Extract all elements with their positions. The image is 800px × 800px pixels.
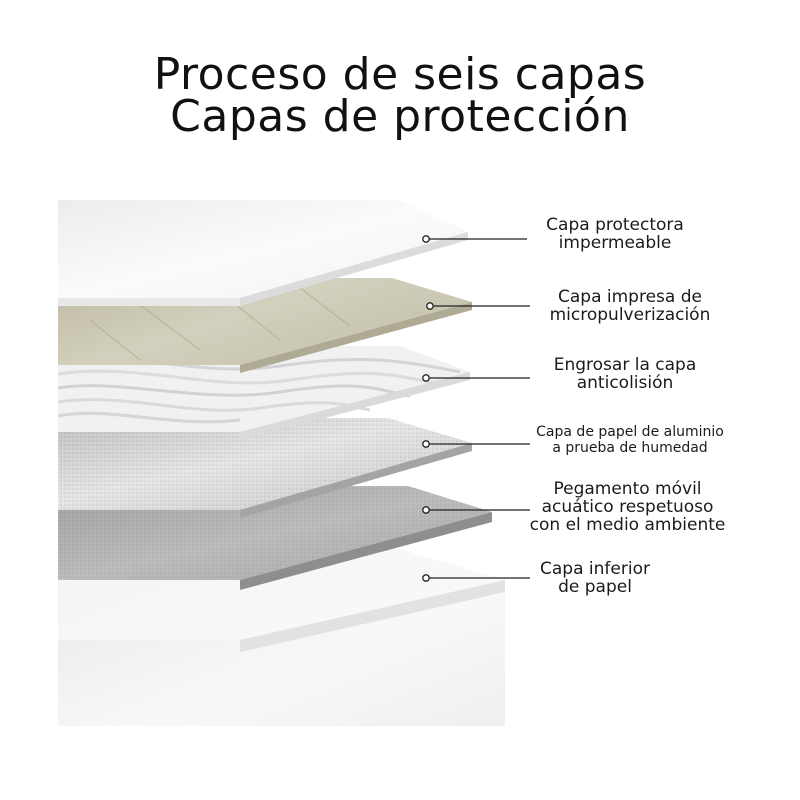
leader-dot-pegamento xyxy=(422,506,430,514)
label-protective-layer: Capa protectora impermeable xyxy=(546,215,684,253)
leader-dot-papel xyxy=(422,574,430,582)
label-printed-layer: Capa impresa de micropulverización xyxy=(549,287,711,325)
leader-lines xyxy=(422,235,530,582)
layer-foil xyxy=(58,418,472,518)
layer-wave xyxy=(57,346,470,440)
layer-bottom-paper xyxy=(58,548,505,726)
label-glue-layer: Pegamento móvil acuático respetuoso con … xyxy=(529,479,726,535)
title-line-2: Capas de protección xyxy=(170,91,630,142)
layer-protective xyxy=(58,200,468,306)
label-paper-layer: Capa inferior de papel xyxy=(540,559,650,597)
leader-dot-protectora xyxy=(422,235,430,243)
leader-dot-anticolision xyxy=(422,374,430,382)
leader-dot-aluminio xyxy=(422,440,430,448)
leader-dot-impresa xyxy=(426,302,434,310)
label-anticollision-layer: Engrosar la capa anticolisión xyxy=(553,355,697,393)
label-foil-layer: Capa de papel de aluminio a prueba de hu… xyxy=(536,424,724,456)
title-line-1: Proceso de seis capas xyxy=(153,49,647,100)
